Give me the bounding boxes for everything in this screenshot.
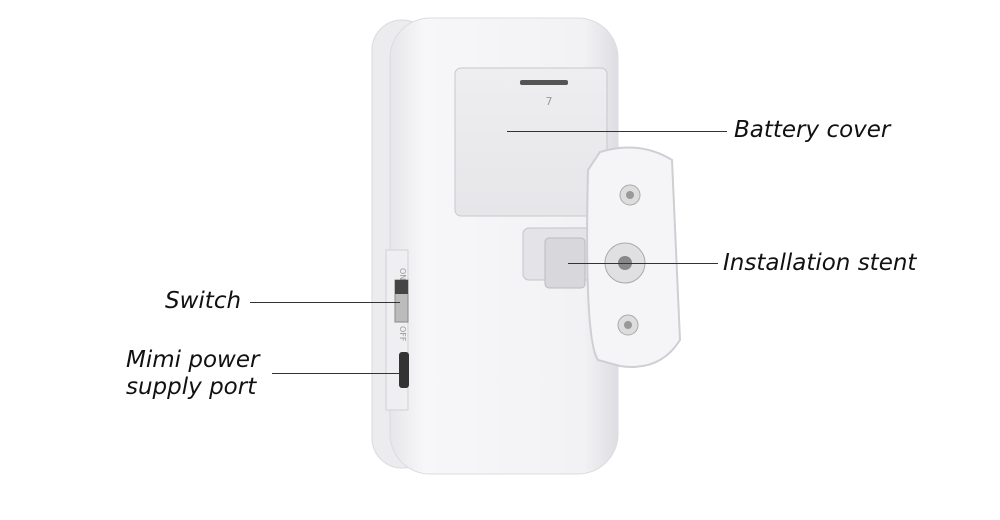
cover-slot	[520, 80, 568, 85]
battery-cover-leader	[507, 131, 727, 132]
power-port-label: Mimi power supply port	[126, 347, 259, 401]
switch-label: Switch	[165, 288, 242, 314]
battery-cover-label: Battery cover	[734, 117, 891, 143]
installation-stent-label: Installation stent	[723, 250, 917, 276]
power-port-label-line2: supply port	[126, 374, 257, 400]
switch-leader	[250, 302, 400, 303]
power-port-label-line1: Mimi power	[126, 347, 260, 373]
switch-on-text: ON	[398, 268, 407, 280]
installation-stent-leader	[568, 263, 718, 264]
cover-mark: 7	[546, 95, 553, 108]
switch-off-text: OFF	[398, 326, 407, 342]
battery-cover	[454, 67, 608, 217]
usb-port	[399, 352, 409, 388]
power-port-leader	[272, 373, 406, 374]
